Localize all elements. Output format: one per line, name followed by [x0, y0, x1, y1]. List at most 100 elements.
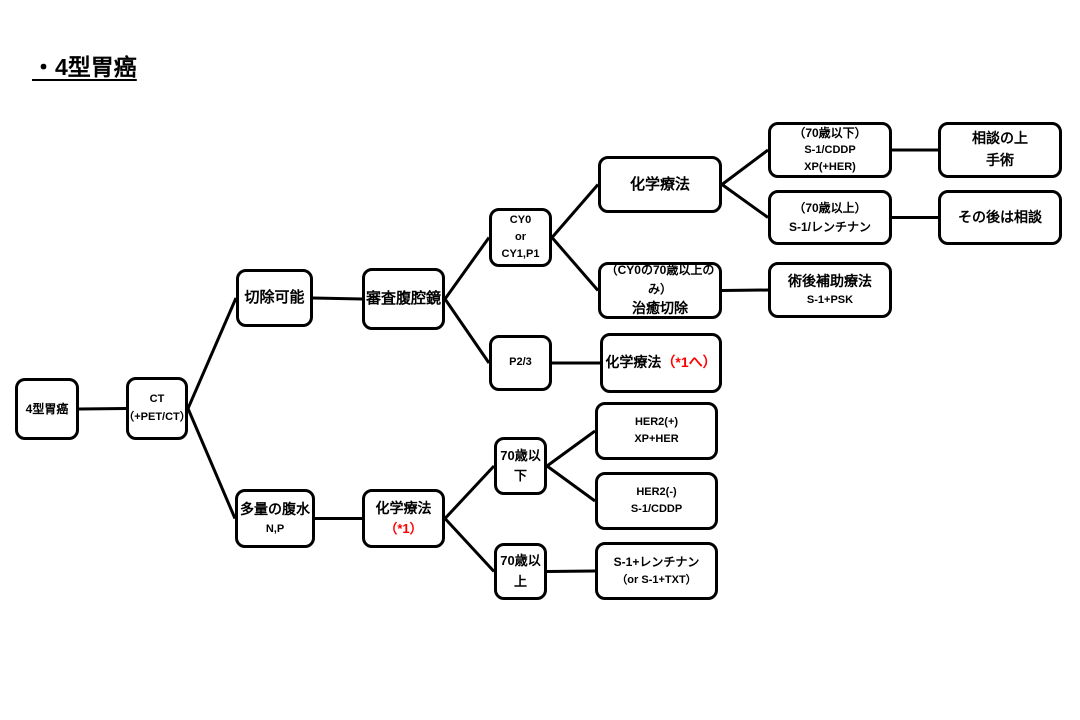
node-text: 相談の上 [972, 130, 1028, 147]
node-text-line: （70歳以上） [793, 199, 866, 218]
node-text-line: 切除可能 [244, 286, 304, 309]
node-text: 化学療法 [605, 354, 662, 371]
edge-n1-n2 [78, 407, 127, 411]
node-text: 治癒切除 [632, 300, 688, 317]
node-curative-resection: （CY0の70歳以上のみ） 治癒切除 [598, 262, 722, 319]
node-text: 70歳以下 [500, 447, 541, 483]
node-text-line: 相談の上 [972, 128, 1028, 150]
node-text: S-1+PSK [806, 294, 854, 307]
edge-n5-n11 [550, 236, 600, 292]
node-text-line: S-1+PSK [807, 292, 853, 309]
node-text-line: 4型胃癌 [26, 400, 69, 419]
node-text-line: その後は相談 [958, 207, 1042, 229]
node-text: N,P [265, 522, 285, 535]
node-text-line: 審査腹腔鏡 [366, 287, 441, 310]
node-massive-ascites-np: 多量の腹水 N,P [235, 489, 315, 548]
node-text-line: N,P [266, 521, 284, 538]
node-text: S-1+レンチナン [613, 555, 700, 570]
node-text-line: or [515, 229, 526, 246]
node-text-line: CY0 [510, 212, 531, 229]
node-text: 切除可能 [244, 289, 305, 307]
edge-n20-n21 [546, 569, 596, 573]
node-text-line: （or S-1+TXT） [616, 572, 696, 589]
node-text: CT [149, 393, 165, 406]
node-text: S-1/レンチナン [788, 219, 871, 234]
edge-n2-n15 [186, 407, 237, 520]
node-surgery-after-consult: 相談の上手術 [938, 122, 1062, 178]
node-s1-lentinan-or-s1txt: S-1+レンチナン （or S-1+TXT） [595, 542, 718, 600]
node-text: 化学療法 [629, 175, 690, 193]
node-text: HER2(+) [634, 415, 679, 428]
node-text-line: 70歳以下 [499, 446, 542, 486]
node-text: S-1/CDDP [630, 503, 683, 515]
node-text-line: S-1/レンチナン [789, 218, 871, 237]
node-text-line: 多量の腹水 [240, 499, 310, 521]
node-text: （*1） [384, 521, 423, 537]
node-text-line: （70歳以下） [793, 124, 866, 143]
node-text: （CY0の70歳以上のみ） [605, 263, 715, 296]
node-text-line: XP(+HER) [804, 159, 856, 176]
node-text: 審査腹腔鏡 [366, 290, 442, 308]
node-under-70-s1cddp-xpher: （70歳以下） S-1/CDDP XP(+HER) [768, 122, 892, 178]
node-text: 化学療法 [375, 499, 432, 516]
node-text-line: （+PET/CT） [123, 409, 191, 426]
node-text: 多量の腹水 [240, 501, 310, 518]
node-text: （+PET/CT） [123, 410, 191, 423]
node-text: （70歳以下） [793, 125, 867, 140]
node-text-line: XP+HER [634, 431, 678, 448]
node-chemotherapy-upper: 化学療法 [598, 156, 722, 213]
node-consult-afterwards: その後は相談 [938, 190, 1062, 245]
node-age-over-70: 70歳以上 [494, 543, 547, 600]
node-staging-laparoscopy: 審査腹腔鏡 [362, 268, 445, 330]
node-text-line: S-1/CDDP [631, 501, 682, 518]
node-text: 4型胃癌 [25, 401, 69, 416]
edge-n6-n9 [721, 183, 769, 219]
edge-n4-n13 [443, 298, 491, 364]
node-postop-adjuvant-therapy: 術後補助療法 S-1+PSK [768, 262, 892, 318]
node-text-line: （CY0の70歳以上のみ） [603, 261, 717, 298]
edge-n17-n19 [546, 464, 596, 503]
node-text-line: 術後補助療法 [788, 271, 872, 293]
node-text: （*1へ） [661, 354, 717, 371]
node-text-line: HER2(+) [635, 414, 678, 431]
node-text-line: 手術 [986, 150, 1014, 172]
node-text: S-1/CDDP [804, 144, 856, 157]
edge-n16-n20 [443, 517, 496, 573]
node-p2-3: P2/3 [489, 335, 552, 391]
node-text-line: 70歳以上 [499, 551, 542, 591]
node-text-line: CY1,P1 [502, 246, 540, 263]
node-resectable: 切除可能 [236, 269, 313, 327]
edge-n17-n18 [546, 429, 596, 468]
node-text: CY1,P1 [501, 248, 540, 261]
node-text: その後は相談 [958, 208, 1042, 225]
node-text: 術後補助療法 [788, 272, 872, 289]
node-her2-negative-s1cddp: HER2(-) S-1/CDDP [595, 472, 718, 530]
node-text-line: HER2(-) [636, 484, 676, 501]
node-age-under-70: 70歳以下 [494, 437, 547, 495]
node-text-line: 化学療法 [630, 173, 690, 196]
node-text: XP+HER [634, 433, 679, 445]
node-her2-positive-xpher: HER2(+) XP+HER [595, 402, 718, 460]
node-text-line: 化学療法（*1へ） [605, 352, 716, 374]
edge-n2-n3 [186, 297, 238, 410]
node-text: HER2(-) [636, 485, 677, 498]
edge-n3-n4 [312, 296, 363, 301]
edge-n5-n6 [550, 183, 600, 239]
node-text-line: P2/3 [509, 354, 532, 371]
node-text-line: S-1/CDDP [804, 142, 855, 159]
node-text: XP(+HER) [804, 161, 856, 174]
node-over-70-s1-lentinan: （70歳以上） S-1/レンチナン [768, 190, 892, 245]
node-chemotherapy-to-ref1: 化学療法（*1へ） [600, 333, 722, 393]
node-text-line: S-1+レンチナン [614, 553, 700, 572]
node-text-line: 化学療法 [376, 498, 432, 520]
node-text: 手術 [986, 152, 1014, 168]
edge-n11-n12 [721, 288, 769, 292]
node-text: （70歳以上） [793, 200, 867, 215]
node-text: or [515, 230, 526, 243]
node-text-line: 治癒切除 [632, 298, 688, 320]
node-text-line: CT [150, 391, 165, 408]
edge-n4-n5 [443, 236, 491, 300]
